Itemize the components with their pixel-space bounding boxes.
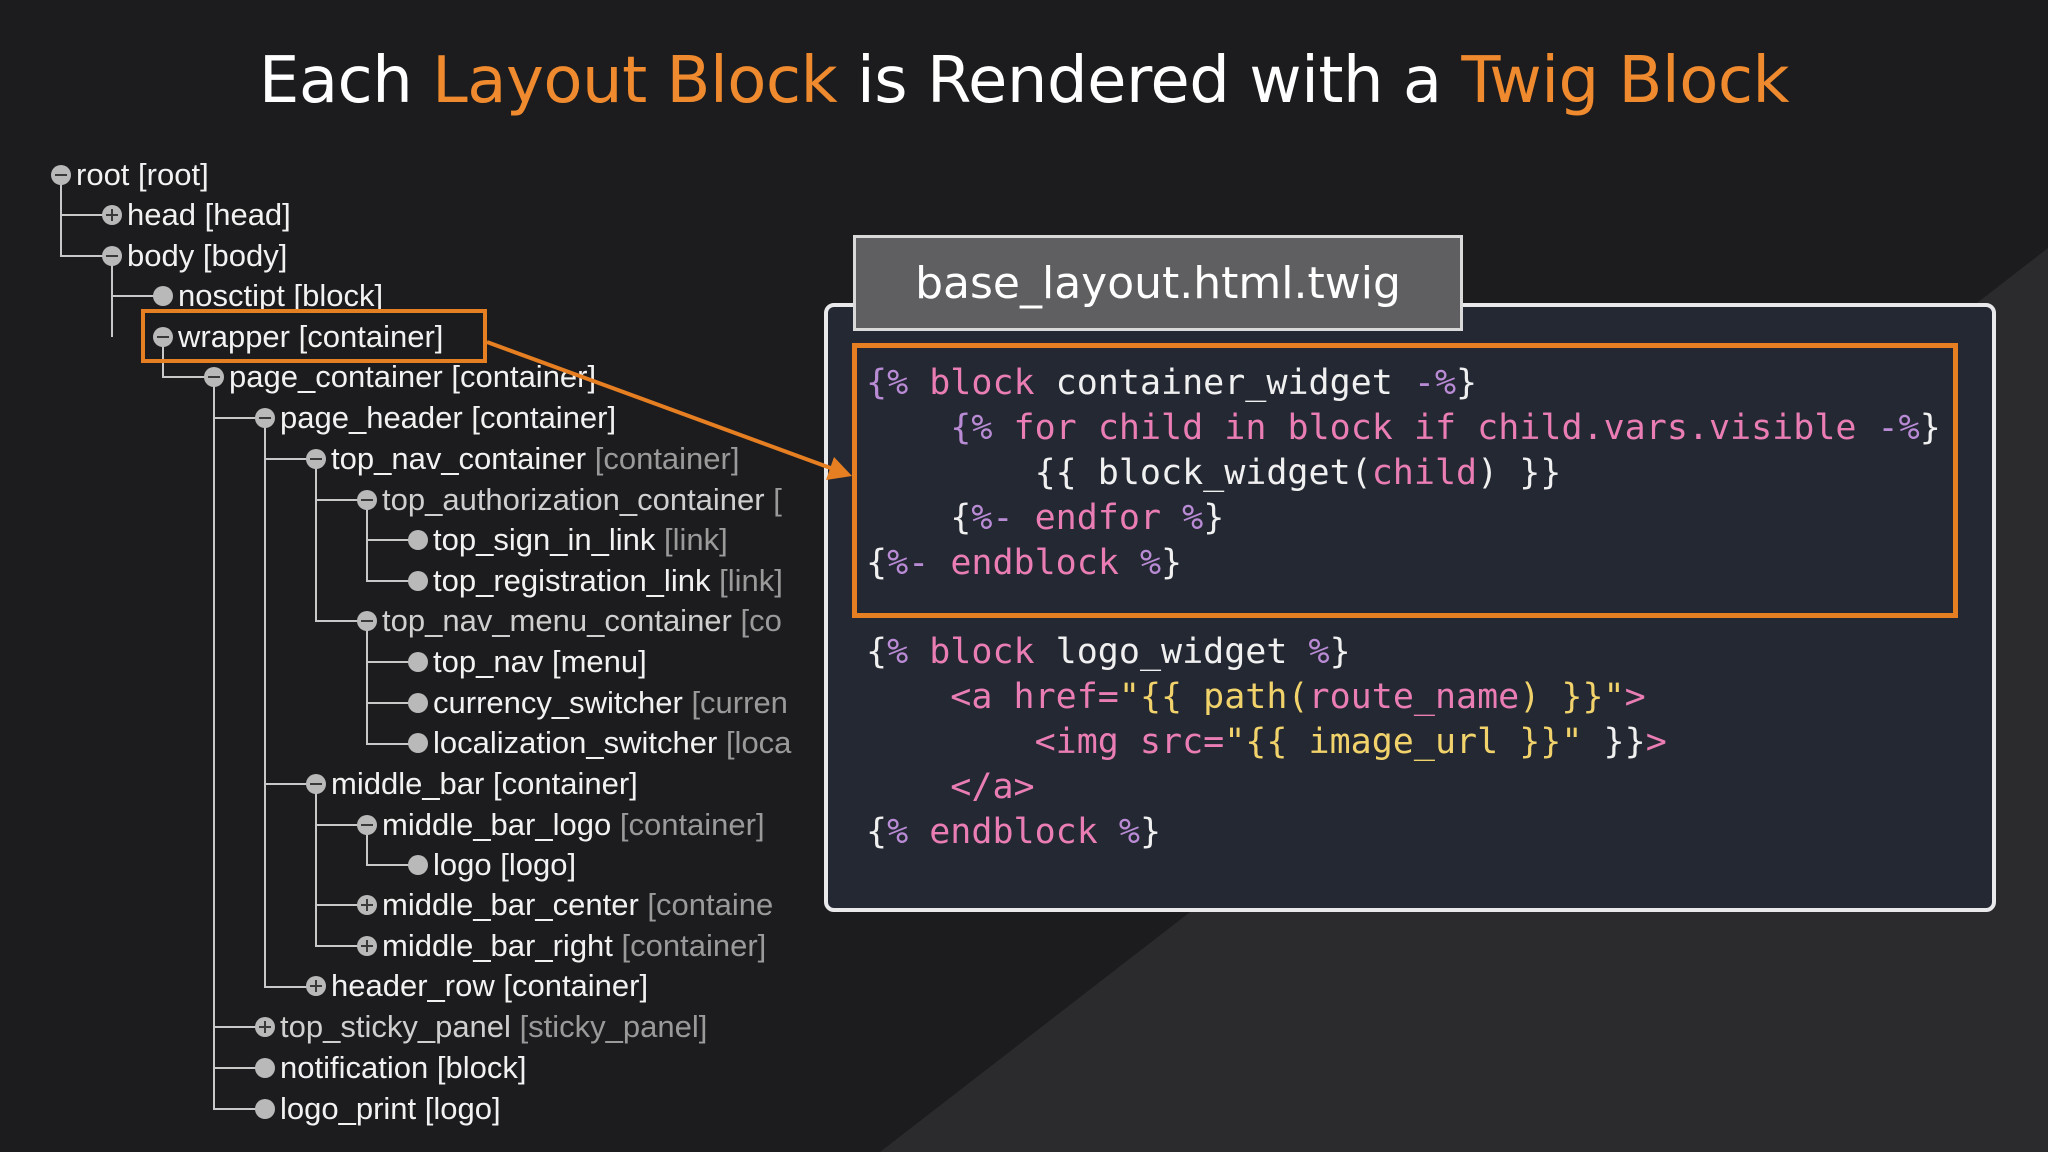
node-label: page_header [container]	[280, 400, 617, 435]
collapse-icon[interactable]	[153, 327, 173, 347]
leaf-bullet-icon	[408, 693, 428, 713]
tree-node-middle-bar[interactable]: middle_bar [container]	[306, 764, 638, 804]
expand-icon[interactable]	[102, 205, 122, 225]
layout-tree: root [root] head [head] body [body] nosc…	[0, 0, 840, 1152]
tree-node-top-authorization-container[interactable]: top_authorization_container [	[357, 480, 782, 520]
node-label: localization_switcher [loca	[433, 725, 792, 760]
tree-connector-lines	[60, 175, 418, 1110]
tree-node-middle-bar-logo[interactable]: middle_bar_logo [container]	[357, 805, 765, 845]
node-label: top_nav_menu_container [co	[382, 603, 782, 638]
slide-title: Each Layout Block is Rendered with a Twi…	[0, 44, 2048, 118]
code-line-9: </a>	[950, 767, 1035, 807]
code-line-10: {% endblock %}	[866, 812, 1162, 852]
node-label: top_authorization_container [	[382, 482, 782, 517]
leaf-bullet-icon	[255, 1099, 275, 1119]
collapse-icon[interactable]	[357, 815, 377, 835]
code-line-8: <img src="{{ image_url }}" }}>	[1034, 722, 1667, 762]
tree-node-top-nav-container[interactable]: top_nav_container [container]	[306, 439, 739, 479]
tree-node-root[interactable]: root [root]	[51, 155, 209, 195]
tree-node-middle-bar-center[interactable]: middle_bar_center [containe	[357, 885, 773, 925]
node-label: top_nav [menu]	[433, 644, 647, 679]
title-part1: Each	[258, 44, 433, 118]
node-label: middle_bar [container]	[331, 766, 638, 801]
container-widget-highlight-box	[852, 343, 1958, 618]
tree-node-head[interactable]: head [head]	[102, 195, 291, 235]
collapse-icon[interactable]	[357, 490, 377, 510]
node-label: top_nav_container [container]	[331, 441, 740, 476]
expand-icon[interactable]	[357, 936, 377, 956]
node-label: top_sign_in_link [link]	[433, 522, 728, 557]
tree-node-top-sticky-panel[interactable]: top_sticky_panel [sticky_panel]	[255, 1007, 707, 1047]
node-label: header_row [container]	[331, 968, 649, 1003]
collapse-icon[interactable]	[204, 367, 224, 387]
node-label: currency_switcher [curren	[433, 685, 788, 720]
tree-node-middle-bar-right[interactable]: middle_bar_right [container]	[357, 926, 766, 966]
tree-node-localization-switcher[interactable]: localization_switcher [loca	[408, 723, 791, 763]
title-part2: is Rendered with a	[837, 44, 1462, 118]
node-label: head [head]	[127, 197, 291, 232]
title-accent-twig-block: Twig Block	[1461, 44, 1790, 118]
code-line-6: {% block logo_widget %}	[866, 632, 1351, 672]
tree-node-page-header[interactable]: page_header [container]	[255, 398, 616, 438]
code-line-4: {%- endfor %}	[866, 498, 1225, 538]
file-name-tab: base_layout.html.twig	[853, 235, 1463, 331]
collapse-icon[interactable]	[51, 165, 71, 185]
expand-icon[interactable]	[306, 976, 326, 996]
node-label: root [root]	[76, 157, 209, 192]
node-label: middle_bar_center [containe	[382, 887, 774, 922]
node-label: wrapper [container]	[178, 319, 444, 354]
leaf-bullet-icon	[408, 733, 428, 753]
tree-node-currency-switcher[interactable]: currency_switcher [curren	[408, 683, 788, 723]
expand-icon[interactable]	[357, 895, 377, 915]
node-label: top_registration_link [link]	[433, 563, 783, 598]
expand-icon[interactable]	[255, 1017, 275, 1037]
leaf-bullet-icon	[408, 652, 428, 672]
tree-node-top-registration-link[interactable]: top_registration_link [link]	[408, 561, 783, 601]
node-label: body [body]	[127, 238, 288, 273]
title-accent-layout-block: Layout Block	[432, 44, 838, 118]
tree-node-header-row[interactable]: header_row [container]	[306, 966, 648, 1006]
code-line-1: {% block container_widget -%}	[866, 363, 1478, 403]
node-label: nosctipt [block]	[178, 278, 384, 313]
collapse-icon[interactable]	[306, 449, 326, 469]
node-label: middle_bar_logo [container]	[382, 807, 765, 842]
node-label: page_container [container]	[229, 359, 597, 394]
tree-node-page-container[interactable]: page_container [container]	[204, 357, 596, 397]
collapse-icon[interactable]	[255, 408, 275, 428]
code-line-2: {% for child in block if child.vars.visi…	[950, 408, 1941, 448]
tree-node-logo[interactable]: logo [logo]	[408, 845, 576, 885]
leaf-bullet-icon	[408, 571, 428, 591]
tree-node-logo-print[interactable]: logo_print [logo]	[255, 1089, 501, 1129]
leaf-bullet-icon	[255, 1058, 275, 1078]
node-label: notification [block]	[280, 1050, 527, 1085]
code-line-3: {{ block_widget(child) }}	[866, 453, 1562, 493]
leaf-bullet-icon	[408, 530, 428, 550]
tree-node-top-sign-in-link[interactable]: top_sign_in_link [link]	[408, 520, 728, 560]
code-line-5: {%- endblock %}	[866, 543, 1183, 583]
wrapper-node-highlight-box	[141, 309, 487, 363]
tree-node-wrapper[interactable]: wrapper [container]	[153, 317, 443, 357]
tree-node-notification[interactable]: notification [block]	[255, 1048, 526, 1088]
collapse-icon[interactable]	[357, 611, 377, 631]
node-label: middle_bar_right [container]	[382, 928, 767, 963]
node-label: top_sticky_panel [sticky_panel]	[280, 1009, 708, 1044]
leaf-bullet-icon	[153, 286, 173, 306]
collapse-icon[interactable]	[306, 774, 326, 794]
tree-node-nosctipt[interactable]: nosctipt [block]	[153, 276, 383, 316]
node-label: logo_print [logo]	[280, 1091, 501, 1126]
tree-node-body[interactable]: body [body]	[102, 236, 287, 276]
tree-node-top-nav-menu-container[interactable]: top_nav_menu_container [co	[357, 601, 782, 641]
leaf-bullet-icon	[408, 855, 428, 875]
code-line-7: <a href="{{ path(route_name) }}">	[950, 677, 1646, 717]
collapse-icon[interactable]	[102, 246, 122, 266]
node-label: logo [logo]	[433, 847, 577, 882]
tree-node-top-nav[interactable]: top_nav [menu]	[408, 642, 647, 682]
